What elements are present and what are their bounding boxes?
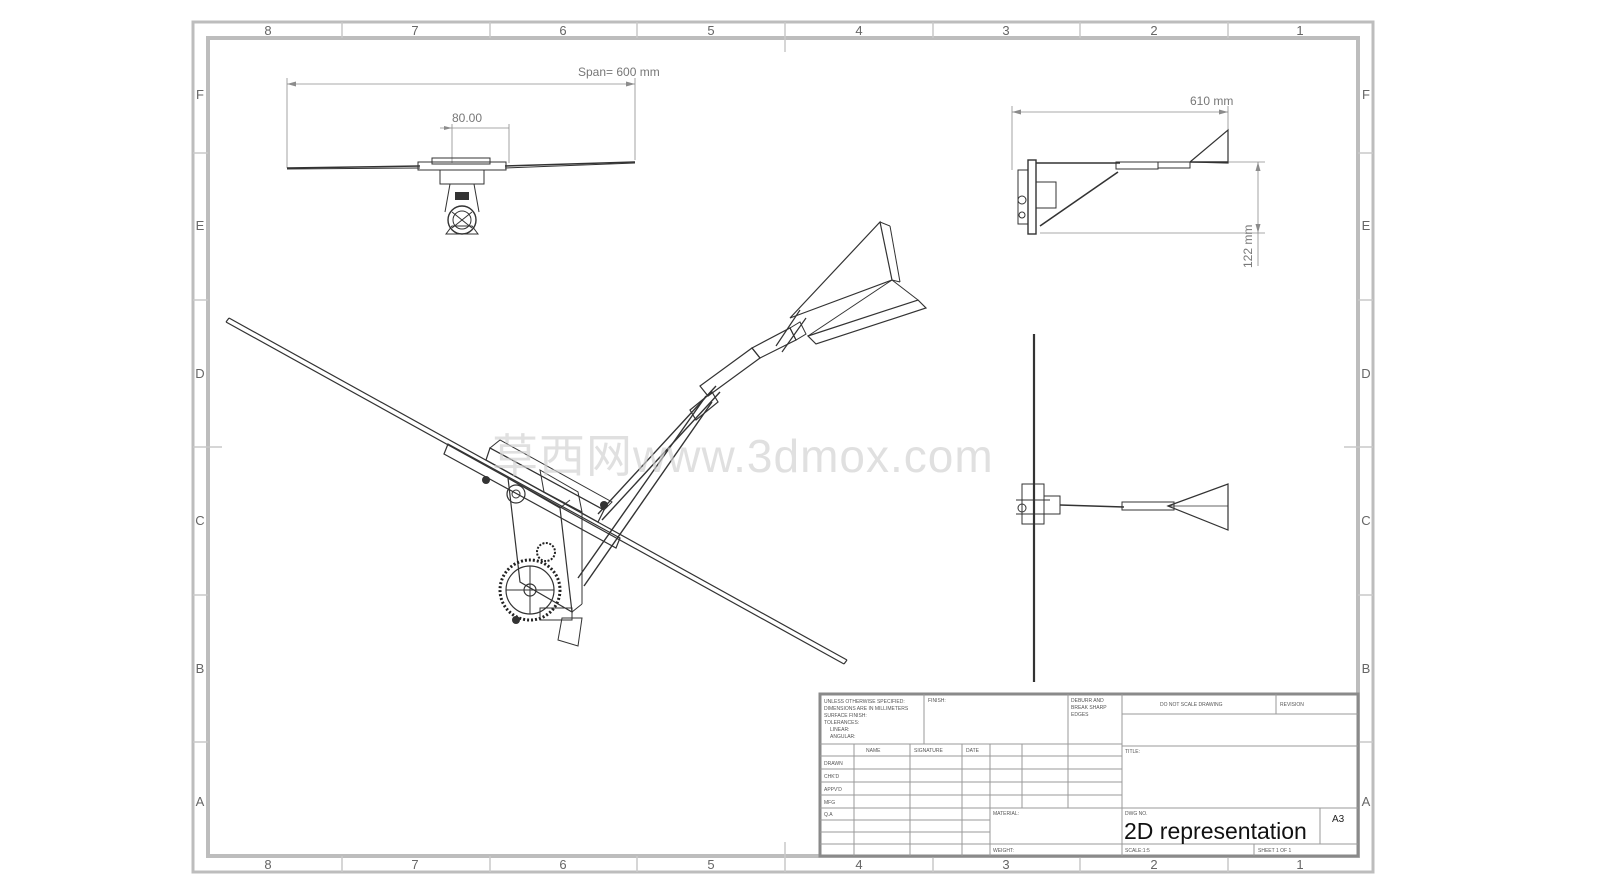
zone-row-a-left: A	[196, 794, 205, 809]
revision-label: REVISION	[1280, 702, 1304, 708]
dwg-no-label: DWG NO.	[1125, 811, 1148, 817]
span-dimension: Span= 600 mm	[578, 65, 660, 79]
do-not-scale-label: DO NOT SCALE DRAWING	[1160, 702, 1223, 708]
zone-row-f-left: F	[196, 87, 204, 102]
length-dimension: 610 mm	[1190, 94, 1233, 108]
hub-width-dimension: 80.00	[452, 111, 482, 125]
tolerance-line-2: DIMENSIONS ARE IN MILLIMETERS	[824, 706, 909, 712]
row-qa: Q.A	[824, 812, 833, 818]
zone-col-7-top: 7	[411, 23, 418, 38]
row-mfg: MFG	[824, 800, 835, 806]
zone-col-2-top: 2	[1150, 23, 1157, 38]
tolerance-line-5: LINEAR:	[830, 727, 849, 733]
zone-col-8-top: 8	[264, 23, 271, 38]
zone-row-d-right: D	[1361, 366, 1370, 381]
tolerance-line-4: TOLERANCES:	[824, 720, 859, 726]
weight-label: WEIGHT:	[993, 848, 1014, 854]
isometric-view	[225, 220, 928, 665]
zone-row-d-left: D	[195, 366, 204, 381]
deburr-line-1: DEBURR AND	[1071, 698, 1104, 704]
zone-col-1-bottom: 1	[1296, 857, 1303, 872]
title-label: TITLE:	[1125, 749, 1140, 755]
zone-labels-bottom: 8 7 6 5 4 3 2 1	[264, 857, 1303, 872]
row-approved: APPV'D	[824, 787, 842, 793]
deburr-line-3: EDGES	[1071, 712, 1089, 718]
sheet-size: A3	[1332, 814, 1345, 825]
zone-col-7-bottom: 7	[411, 857, 418, 872]
side-view: 610 mm 122 mm	[1011, 94, 1265, 268]
col-name-header: NAME	[866, 748, 881, 754]
material-label: MATERIAL:	[993, 811, 1019, 817]
title-block: UNLESS OTHERWISE SPECIFIED: DIMENSIONS A…	[818, 692, 1360, 858]
zone-labels-right: F E D C B A	[1361, 87, 1370, 809]
zone-col-5-top: 5	[707, 23, 714, 38]
row-checked: CHK'D	[824, 774, 840, 780]
watermark: 草西网www.3dmox.com	[492, 430, 994, 482]
scale-label: SCALE:1:5	[1125, 848, 1150, 854]
finish-label: FINISH:	[928, 698, 946, 704]
zone-col-4-top: 4	[855, 23, 862, 38]
front-view: Span= 600 mm 80.00	[286, 65, 660, 235]
zone-row-f-right: F	[1362, 87, 1370, 102]
sheet-frame	[191, 20, 1375, 874]
zone-col-3-bottom: 3	[1002, 857, 1009, 872]
sheet-count: SHEET 1 OF 1	[1258, 848, 1291, 854]
zone-col-1-top: 1	[1296, 23, 1303, 38]
zone-row-e-left: E	[196, 218, 205, 233]
zone-col-3-top: 3	[1002, 23, 1009, 38]
deburr-line-2: BREAK SHARP	[1071, 705, 1107, 711]
top-view	[1016, 334, 1229, 682]
zone-col-6-top: 6	[559, 23, 566, 38]
zone-col-6-bottom: 6	[559, 857, 566, 872]
zone-labels-top: 8 7 6 5 4 3 2 1	[264, 23, 1303, 38]
col-signature-header: SIGNATURE	[914, 748, 943, 754]
row-drawn: DRAWN	[824, 761, 843, 767]
zone-row-b-right: B	[1362, 661, 1371, 676]
drawing-title: 2D representation	[1124, 818, 1307, 844]
zone-col-8-bottom: 8	[264, 857, 271, 872]
zone-row-a-right: A	[1362, 794, 1371, 809]
height-dimension: 122 mm	[1241, 225, 1255, 268]
zone-row-c-right: C	[1361, 513, 1370, 528]
zone-labels-left: F E D C B A	[195, 87, 204, 809]
zone-row-c-left: C	[195, 513, 204, 528]
zone-col-2-bottom: 2	[1150, 857, 1157, 872]
tolerance-line-1: UNLESS OTHERWISE SPECIFIED:	[824, 699, 905, 705]
col-date-header: DATE	[966, 748, 980, 754]
zone-row-e-right: E	[1362, 218, 1371, 233]
tolerance-line-6: ANGULAR:	[830, 734, 856, 740]
zone-col-4-bottom: 4	[855, 857, 862, 872]
zone-row-b-left: B	[196, 661, 205, 676]
tolerance-line-3: SURFACE FINISH:	[824, 713, 867, 719]
zone-col-5-bottom: 5	[707, 857, 714, 872]
